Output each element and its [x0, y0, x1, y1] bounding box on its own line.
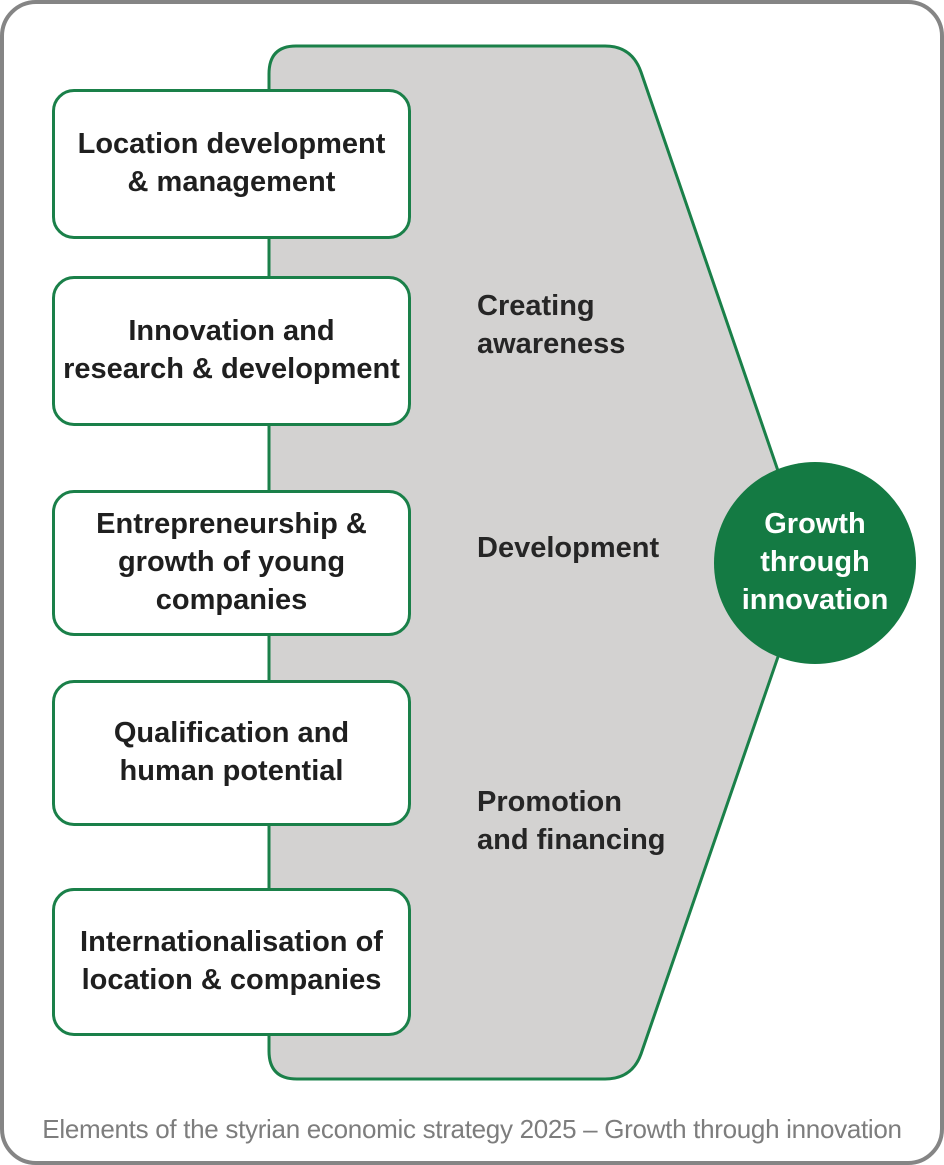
goal-label: Growth through innovation [741, 508, 889, 616]
box-label: Internationalisation of location & compa… [80, 926, 383, 996]
box-label: Qualification and human potential [113, 717, 350, 787]
phase-label-development: Development [477, 532, 660, 564]
strategy-element-box-5: Internationalisation of location & compa… [52, 888, 411, 1036]
box-label: Entrepreneurship & growth of young compa… [96, 508, 367, 616]
goal-circle: Growth through innovation [714, 462, 916, 664]
strategy-element-box-3: Entrepreneurship & growth of young compa… [52, 490, 411, 636]
strategy-element-box-4: Qualification and human potential [52, 680, 411, 826]
strategy-element-box-1: Location development & management [52, 89, 411, 239]
diagram-caption: Elements of the styrian economic strateg… [42, 1114, 902, 1144]
box-label: Location development & management [77, 128, 386, 198]
box-label: Innovation and research & development [63, 315, 400, 385]
strategy-element-box-2: Innovation and research & development [52, 276, 411, 426]
phase-label-promotion-financing: Promotion and financing [477, 786, 666, 856]
phase-label-creating-awareness: Creating awareness [477, 290, 626, 360]
